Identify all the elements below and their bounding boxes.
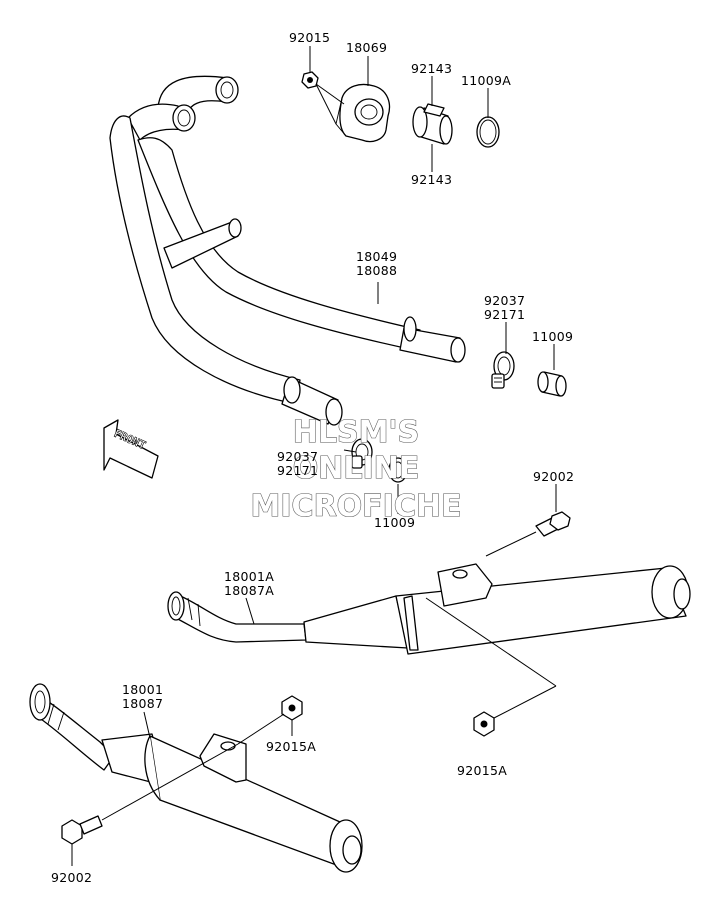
callout-18069: 18069 <box>346 40 387 55</box>
exhaust-header-pipe <box>109 75 466 426</box>
collar-92143 <box>412 103 453 145</box>
callout-18087A: 18087A <box>224 583 274 598</box>
nut-92015A-left <box>281 695 303 721</box>
callout-11009A: 11009A <box>461 73 511 88</box>
leader-lines <box>71 46 557 866</box>
callout-11009-center: 11009 <box>374 515 415 530</box>
gasket-11009-center <box>388 457 408 483</box>
watermark-line-1: HLSM'S <box>293 415 419 450</box>
muffler-right <box>167 563 691 655</box>
exhaust-flange-18069 <box>335 83 391 143</box>
watermark-line-2: ONLINE <box>293 451 420 486</box>
watermark-line-3: MICROFICHE <box>251 489 462 524</box>
gasket-11009A <box>476 116 500 148</box>
nut-92015 <box>301 71 319 89</box>
callout-labels: 92015 18069 92143 11009A 92143 18049 180… <box>51 30 574 885</box>
callout-92143-bottom: 92143 <box>411 172 452 187</box>
callout-92171-center: 92171 <box>277 463 318 478</box>
callout-92171-right: 92171 <box>484 307 525 322</box>
callout-18087: 18087 <box>122 696 163 711</box>
callout-92143-top: 92143 <box>411 61 452 76</box>
callout-11009-right: 11009 <box>532 329 573 344</box>
callout-92002-left: 92002 <box>51 870 92 885</box>
bolt-92002-right <box>535 511 571 537</box>
callout-92015A-right: 92015A <box>457 763 507 778</box>
callout-92002-right: 92002 <box>533 469 574 484</box>
watermark: HLSM'S ONLINE MICROFICHE <box>250 414 462 524</box>
nut-92015A-right <box>473 711 495 737</box>
gasket-11009-right <box>537 371 567 397</box>
callout-18001A: 18001A <box>224 569 274 584</box>
callout-92037-center: 92037 <box>277 449 318 464</box>
callout-18088: 18088 <box>356 263 397 278</box>
callout-18049: 18049 <box>356 249 397 264</box>
callout-92015A-left: 92015A <box>266 739 316 754</box>
callout-92015-top: 92015 <box>289 30 330 45</box>
clamp-92037-center <box>351 438 373 469</box>
bolt-92002-left <box>61 815 103 845</box>
clamp-92037 <box>491 351 515 389</box>
muffler-left <box>29 683 363 873</box>
callout-18001: 18001 <box>122 682 163 697</box>
front-direction-marker: FRONT <box>103 419 159 479</box>
callout-92037-right: 92037 <box>484 293 525 308</box>
